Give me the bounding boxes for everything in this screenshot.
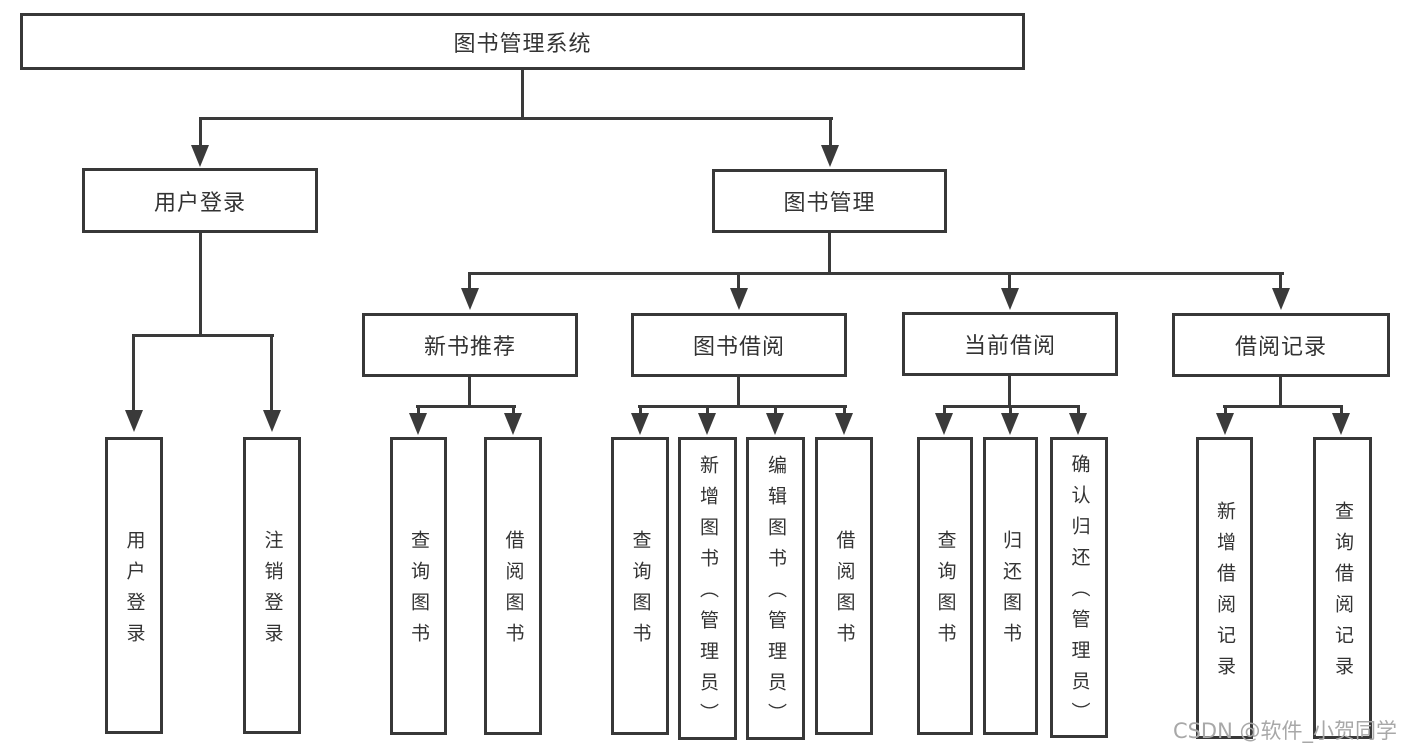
connector-line bbox=[943, 406, 946, 415]
arrowhead-down-icon bbox=[730, 288, 748, 310]
connector-line bbox=[737, 275, 740, 290]
arrowhead-down-icon bbox=[461, 288, 479, 310]
connector-line bbox=[199, 117, 833, 120]
node-label: 借阅记录 bbox=[1234, 335, 1327, 360]
leaf-label: 查询图书 bbox=[934, 530, 957, 654]
connector-line bbox=[706, 406, 709, 415]
leaf-edit-books-admin: 编辑图书（管理员） bbox=[746, 437, 805, 740]
connector-line bbox=[468, 377, 471, 407]
arrowhead-down-icon bbox=[191, 145, 209, 167]
leaf-query-books: 查询图书 bbox=[917, 437, 973, 735]
connector-line bbox=[639, 406, 642, 415]
connector-line bbox=[132, 334, 274, 337]
connector-line bbox=[417, 406, 420, 415]
node-label: 图书借阅 bbox=[692, 335, 785, 360]
arrowhead-down-icon bbox=[1216, 413, 1234, 435]
node-label: 新书推荐 bbox=[423, 335, 516, 360]
connector-line bbox=[199, 233, 202, 336]
leaf-label: 查询借阅记录 bbox=[1332, 501, 1354, 687]
arrowhead-down-icon bbox=[698, 413, 716, 435]
node-borrow-records: 借阅记录 bbox=[1172, 313, 1390, 377]
csdn-watermark: CSDN @软件_小贺同学 bbox=[1172, 719, 1397, 743]
node-label: 图书管理 bbox=[783, 191, 876, 216]
node-user-login: 用户登录 bbox=[82, 168, 318, 233]
connector-line bbox=[512, 406, 515, 415]
connector-line bbox=[843, 406, 846, 415]
connector-line bbox=[1224, 406, 1227, 415]
leaf-query-books: 查询图书 bbox=[611, 437, 669, 735]
connector-line bbox=[1279, 275, 1282, 290]
connector-line bbox=[829, 118, 832, 146]
connector-line bbox=[1340, 406, 1343, 415]
arrowhead-down-icon bbox=[263, 410, 281, 432]
leaf-label: 借阅图书 bbox=[833, 530, 856, 654]
connector-line bbox=[416, 405, 516, 408]
arrowhead-down-icon bbox=[935, 413, 953, 435]
node-book-borrow: 图书借阅 bbox=[631, 313, 847, 377]
leaf-query-borrow-record: 查询借阅记录 bbox=[1313, 437, 1372, 739]
leaf-confirm-return-admin: 确认归还（管理员） bbox=[1050, 437, 1108, 738]
leaf-label: 用户登录 bbox=[123, 529, 146, 654]
leaf-add-books-admin: 新增图书（管理员） bbox=[678, 437, 737, 740]
leaf-add-borrow-record: 新增借阅记录 bbox=[1196, 437, 1253, 739]
connector-line bbox=[1009, 406, 1012, 415]
node-current-borrow: 当前借阅 bbox=[902, 312, 1118, 376]
node-root: 图书管理系统 bbox=[20, 13, 1025, 70]
arrowhead-down-icon bbox=[409, 413, 427, 435]
arrowhead-down-icon bbox=[631, 413, 649, 435]
node-root-label: 图书管理系统 bbox=[453, 31, 592, 57]
node-book-management: 图书管理 bbox=[712, 169, 947, 233]
connector-line bbox=[270, 336, 273, 412]
node-label: 当前借阅 bbox=[963, 334, 1056, 359]
leaf-user-login: 用户登录 bbox=[105, 437, 163, 734]
leaf-label: 查询图书 bbox=[408, 530, 430, 654]
connector-line bbox=[521, 70, 524, 120]
arrowhead-down-icon bbox=[766, 413, 784, 435]
node-label: 用户登录 bbox=[153, 190, 246, 216]
leaf-label: 编辑图书（管理员） bbox=[765, 455, 787, 734]
arrowhead-down-icon bbox=[821, 145, 839, 167]
connector-line bbox=[774, 406, 777, 415]
leaf-return-books: 归还图书 bbox=[983, 437, 1038, 735]
node-new-book-recommend: 新书推荐 bbox=[362, 313, 578, 377]
leaf-label: 新增图书（管理员） bbox=[697, 455, 719, 734]
leaf-logout: 注销登录 bbox=[243, 437, 301, 734]
arrowhead-down-icon bbox=[1001, 288, 1019, 310]
arrowhead-down-icon bbox=[1272, 288, 1290, 310]
leaf-label: 确认归还（管理员） bbox=[1068, 454, 1091, 733]
arrowhead-down-icon bbox=[1332, 413, 1350, 435]
connector-line bbox=[1279, 377, 1282, 407]
connector-line bbox=[1223, 405, 1343, 408]
connector-line bbox=[468, 275, 471, 290]
leaf-borrow-books: 借阅图书 bbox=[484, 437, 542, 735]
leaf-label: 新增借阅记录 bbox=[1214, 501, 1236, 687]
arrowhead-down-icon bbox=[504, 413, 522, 435]
leaf-borrow-books: 借阅图书 bbox=[815, 437, 873, 735]
connector-line bbox=[132, 336, 135, 412]
connector-line bbox=[737, 377, 740, 407]
arrowhead-down-icon bbox=[125, 410, 143, 432]
connector-line bbox=[828, 233, 831, 275]
connector-line bbox=[199, 118, 202, 146]
leaf-label: 查询图书 bbox=[629, 530, 652, 654]
arrowhead-down-icon bbox=[1001, 413, 1019, 435]
arrowhead-down-icon bbox=[835, 413, 853, 435]
leaf-label: 归还图书 bbox=[1000, 530, 1022, 654]
leaf-query-books: 查询图书 bbox=[390, 437, 447, 735]
connector-line bbox=[1008, 275, 1011, 290]
connector-line bbox=[1077, 406, 1080, 415]
arrowhead-down-icon bbox=[1069, 413, 1087, 435]
connector-line bbox=[638, 405, 847, 408]
connector-line bbox=[468, 272, 1284, 275]
leaf-label: 借阅图书 bbox=[502, 530, 525, 654]
connector-line bbox=[1008, 376, 1011, 407]
leaf-label: 注销登录 bbox=[261, 529, 284, 654]
